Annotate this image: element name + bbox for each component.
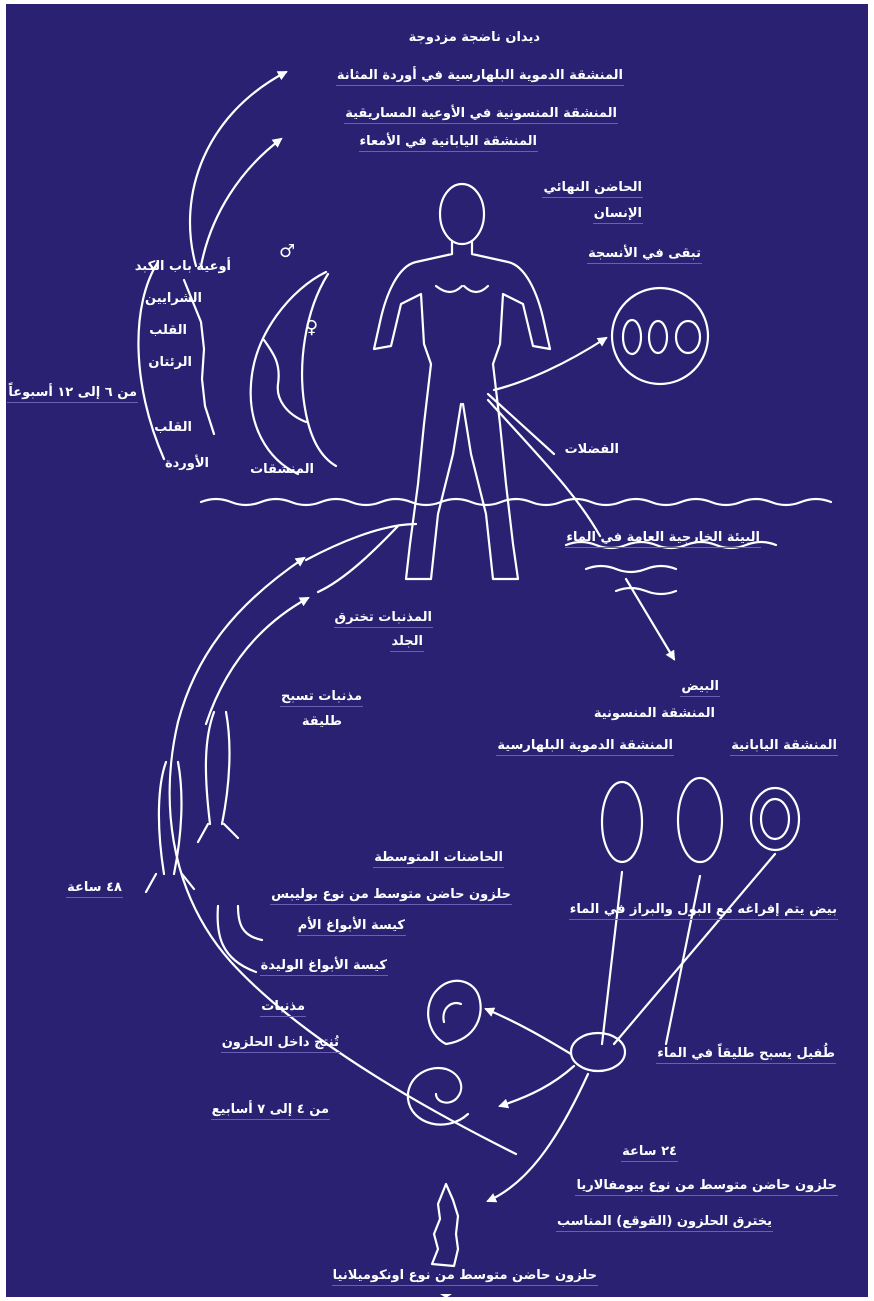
egg-mansoni — [602, 782, 642, 862]
cercaria-loop — [170, 722, 516, 1154]
egg-japonicum — [751, 788, 799, 850]
egg-haematobium — [678, 778, 722, 862]
biomphalaria-shell — [408, 1068, 468, 1125]
cercariae-label: مذنبات — [260, 999, 306, 1017]
remain-tissues-label: تبقى في الأنسجة — [587, 246, 702, 264]
japonicum-gut-label: المنشقة اليابانية في الأمعاء — [359, 134, 538, 152]
lungs-label: الرئتان — [147, 355, 193, 372]
definitive-host-label: الحاضن النهائي — [542, 180, 643, 198]
arrow-to-biomphalaria — [500, 1066, 574, 1106]
haematobium-veins-label: المنشقة الدموية البلهارسية في أوردة المث… — [336, 68, 624, 86]
arrow-to-bulinus — [486, 1009, 571, 1054]
daughter-sporocyst-label: كيسة الأبواغ الوليدة — [260, 958, 388, 976]
water-line-1 — [201, 499, 831, 505]
free-swimming-cercariae-label: مذنبات تسبح — [280, 689, 363, 707]
arrow-to-eggs — [626, 579, 674, 659]
arrow-to-bladder-veins — [190, 72, 286, 266]
free-label: طليقة — [301, 714, 343, 731]
male-symbol: ♂ — [278, 244, 296, 261]
mansoni-vessels-label: المنشقة المنسونية في الأوعية المساريقية — [344, 106, 618, 124]
biomphalaria-snail-label: حلزون حاضن متوسط من نوع بيومفالاريا — [575, 1178, 838, 1196]
portal-vessels-label: أوعية باب الكبد — [134, 259, 232, 276]
mother-sporocyst-label: كيسة الأبواغ الأم — [297, 918, 406, 936]
human-label: الإنسان — [593, 206, 643, 224]
develop-in-snail-label: تُنتج داخل الحلزون — [221, 1035, 340, 1053]
heart-label-1: القلب — [148, 323, 188, 340]
adult-worms-title: ديدان ناضجة مزدوجة — [408, 30, 541, 47]
miracidium — [571, 1033, 625, 1071]
miracidium-label: طُفيل يسبح طليقاً في الماء — [656, 1046, 836, 1064]
cercaria-male — [198, 712, 238, 842]
mansoni-label: المنشقة المنسونية — [593, 706, 716, 723]
female-symbol: ♀ — [304, 320, 319, 337]
japonicum-label: المنشقة اليابانية — [730, 738, 838, 756]
diagram-canvas: ديدان ناضجة مزدوجة المنشقة الدموية البله… — [6, 4, 868, 1297]
oncomelania-snail-label: حلزون حاضن متوسط من نوع اونكوميلانيا — [332, 1268, 598, 1286]
schistosome-pair — [251, 272, 336, 474]
weeks-4-7-label: من ٤ إلى ٧ أسابيع — [211, 1102, 330, 1120]
eggs-label: البيض — [680, 679, 720, 697]
skin-label: الجلد — [390, 634, 424, 652]
water-line-3 — [586, 566, 676, 572]
weeks-6-12-label: من ٦ إلى ١٢ أسبوعاً — [7, 385, 138, 403]
penetrate-snail-label: يخترق الحلزون (القوقع) المناسب — [556, 1214, 773, 1232]
schistosomes-label: المنشقات — [249, 462, 315, 479]
bulinus-snail-label: حلزون حاضن متوسط من نوع بوليبس — [270, 887, 512, 905]
arteries-label: الشرايين — [144, 291, 203, 308]
heart-label-2: القلب — [153, 420, 193, 437]
haematobium-label: المنشقة الدموية البلهارسية — [496, 738, 674, 756]
water-environment-label: البيئة الخارجية العامة في الماء — [565, 530, 761, 548]
arrow-to-oncomelania — [488, 1074, 588, 1201]
hours-48-label: ٤٨ ساعة — [66, 880, 123, 898]
oncomelania-shell — [432, 1184, 458, 1266]
arrow-to-mesenteric — [201, 139, 281, 266]
eggs-excreted-label: بيض يتم إفراغه مع البول والبراز في الماء — [569, 902, 838, 920]
tissue-eggs-circle — [612, 288, 708, 384]
intermediate-hosts-label: الحاضنات المتوسطة — [373, 850, 504, 868]
hours-24-label: ٢٤ ساعة — [621, 1144, 678, 1162]
skin-cercaria-1 — [306, 524, 416, 560]
veins-label: الأوردة — [164, 456, 210, 473]
excreta-label: الفضلات — [564, 442, 620, 459]
cercariae-penetrate-label: المذنبات تخترق — [334, 610, 434, 628]
life-cycle-illustration — [6, 4, 868, 1297]
bulinus-shell — [428, 981, 481, 1044]
